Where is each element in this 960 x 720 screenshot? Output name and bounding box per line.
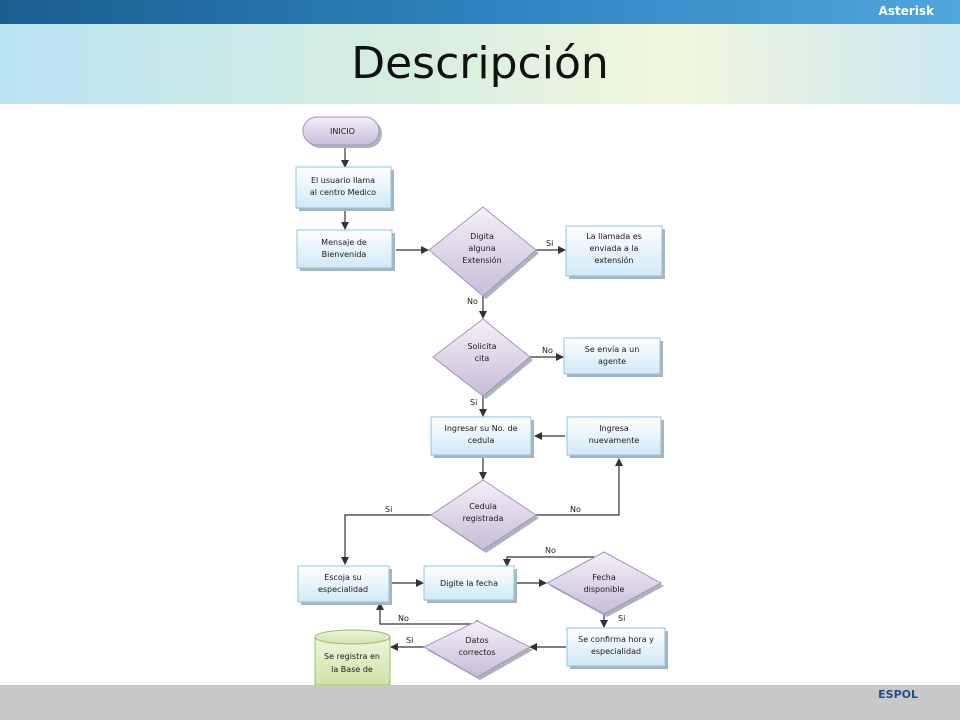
box-ingresa-nuevamente: Ingresa nuevamente bbox=[566, 416, 664, 458]
box-ingresar-line1: Ingresar su No. de bbox=[444, 424, 517, 433]
decision-digita-line2: alguna bbox=[468, 244, 495, 253]
decision-cedula-line1: Cedula bbox=[469, 502, 497, 511]
box-enviada: La llamada es enviada a la extensión bbox=[565, 225, 665, 279]
slide-footer: ESPOL bbox=[0, 685, 960, 720]
start-label: INICIO bbox=[330, 127, 355, 136]
label-solicita-si: Si bbox=[470, 398, 477, 407]
edge-cedula-escoja bbox=[341, 514, 431, 565]
edge-labels: Si No No Si Si No No Si No Si bbox=[385, 239, 625, 645]
box-llama: El usuario llama al centro Medico bbox=[295, 166, 394, 211]
box-agente: Se envía a un agente bbox=[563, 337, 663, 377]
box-enviada-line2: enviada a la bbox=[590, 244, 639, 253]
database-line2: la Base de bbox=[331, 665, 373, 674]
decision-fecha-line1: Fecha bbox=[592, 573, 616, 582]
box-mensaje: Mensaje de Bienvenida bbox=[296, 229, 395, 271]
box-confirma: Se confirma hora y especialidad bbox=[566, 627, 668, 669]
box-digite: Digite la fecha bbox=[423, 565, 517, 603]
top-bar: Asterisk bbox=[0, 0, 960, 24]
decision-solicita: Solicita cita bbox=[432, 318, 533, 399]
slide-title: Descripción bbox=[351, 38, 609, 89]
box-nuevamente-line1: Ingresa bbox=[599, 424, 629, 433]
connectors bbox=[341, 147, 623, 651]
start-node: INICIO bbox=[302, 116, 382, 148]
brand-label: Asterisk bbox=[878, 4, 934, 18]
box-enviada-line1: La llamada es bbox=[586, 232, 642, 241]
box-ingresar: Ingresar su No. de cedula bbox=[430, 416, 534, 458]
box-digite-line1: Digite la fecha bbox=[440, 579, 498, 588]
decision-solicita-line2: cita bbox=[475, 354, 490, 363]
box-mensaje-line2: Bienvenida bbox=[322, 250, 367, 259]
label-cedula-si: Si bbox=[385, 505, 392, 514]
label-digita-si: Si bbox=[546, 239, 553, 248]
database-line1: Se registra en bbox=[324, 652, 380, 661]
box-mensaje-line1: Mensaje de bbox=[321, 238, 367, 247]
label-cedula-no: No bbox=[570, 505, 581, 514]
footer-label: ESPOL bbox=[878, 688, 918, 701]
box-escoja-line1: Escoja su bbox=[324, 573, 361, 582]
label-digita-no: No bbox=[467, 297, 478, 306]
decision-datos-line1: Datos bbox=[465, 636, 488, 645]
box-escoja: Escoja su especialidad bbox=[297, 565, 392, 605]
label-datos-no: No bbox=[398, 614, 409, 623]
label-fecha-no: No bbox=[545, 546, 556, 555]
label-solicita-no: No bbox=[542, 346, 553, 355]
box-confirma-line2: especialidad bbox=[591, 647, 641, 656]
decision-digita-line1: Digita bbox=[470, 232, 494, 241]
edge-cedula-nuevamente bbox=[536, 458, 623, 516]
box-agente-line1: Se envía a un bbox=[585, 345, 640, 354]
box-enviada-line3: extensión bbox=[595, 255, 634, 265]
database-node: Se registra en la Base de bbox=[314, 629, 391, 686]
decision-solicita-line1: Solicita bbox=[467, 342, 496, 351]
box-nuevamente-line2: nuevamente bbox=[589, 436, 640, 445]
box-escoja-line2: especialidad bbox=[318, 585, 368, 594]
box-llama-line1: El usuario llama bbox=[311, 176, 375, 185]
decision-datos-line2: correctos bbox=[458, 648, 495, 657]
box-llama-line2: al centro Medico bbox=[310, 188, 376, 197]
label-fecha-si: Si bbox=[618, 614, 625, 623]
decision-digita-line3: Extensión bbox=[462, 255, 501, 265]
box-agente-line2: agente bbox=[598, 357, 626, 366]
decision-fecha: Fecha disponible bbox=[545, 551, 664, 617]
decision-datos: Datos correctos bbox=[422, 620, 533, 680]
box-ingresar-line2: cedula bbox=[468, 436, 495, 445]
decision-fecha-line2: disponible bbox=[584, 585, 625, 594]
decision-cedula-line2: registrada bbox=[463, 514, 504, 523]
decision-cedula: Cedula registrada bbox=[430, 479, 539, 553]
box-confirma-line1: Se confirma hora y bbox=[578, 635, 654, 644]
edge-datos-escoja bbox=[376, 602, 478, 625]
label-datos-si: Si bbox=[406, 636, 413, 645]
slide-header bbox=[0, 24, 960, 104]
